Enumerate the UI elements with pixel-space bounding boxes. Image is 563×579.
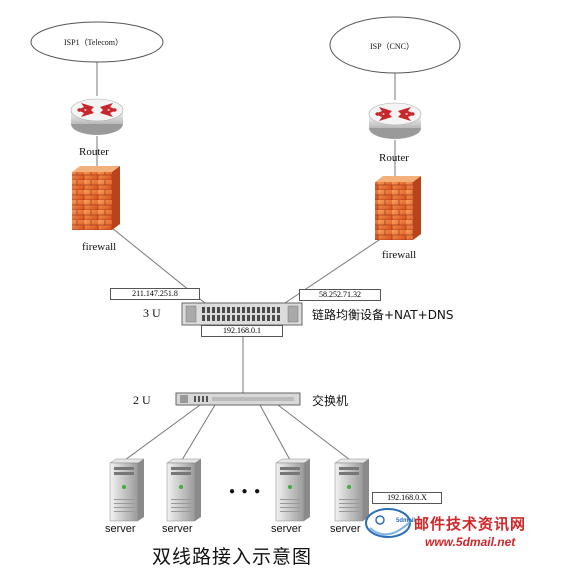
router-icon: [70, 98, 124, 135]
firewall-left-label: firewall: [82, 241, 117, 253]
lb-rack-units: 3 U: [143, 306, 161, 320]
diagram-title: 双线路接入示意图: [152, 546, 313, 568]
ip-left-box: 211.147.251.8: [110, 288, 200, 300]
router-left-label: Router: [79, 146, 109, 158]
watermark-cn: 邮件技术资讯网: [414, 515, 527, 533]
switch-icon: [175, 392, 301, 406]
isp2-label: ISP（CNC）: [370, 42, 415, 51]
switch-rack-units: 2 U: [133, 393, 151, 407]
watermark-logo-text: 5dmail: [396, 518, 416, 524]
server-label: server: [162, 523, 193, 535]
server-icon: [275, 458, 311, 522]
server-label: server: [271, 523, 302, 535]
lb-label: 链路均衡设备+NAT+DNS: [312, 308, 454, 322]
server-icon: [166, 458, 202, 522]
ip-server-box: 192.168.0.X: [372, 492, 442, 504]
router-right-label: Router: [379, 152, 409, 164]
isp2-cloud: [329, 16, 461, 74]
ip-right-box: 58.252.71.32: [299, 289, 381, 301]
connection-lines: [96, 58, 396, 461]
router-icon: [368, 102, 422, 139]
load-balancer-icon: [181, 302, 303, 326]
watermark-url: www.5dmail.net: [425, 535, 516, 549]
ellipsis-dots: ● ● ●: [229, 486, 263, 497]
server-icon: [334, 458, 370, 522]
server-icon: [109, 458, 145, 522]
firewall-icon: [375, 176, 421, 240]
switch-label: 交换机: [312, 394, 349, 408]
isp1-label: ISP1（Telecom）: [64, 38, 123, 47]
isp1-cloud: [30, 21, 164, 63]
server-label: server: [330, 523, 361, 535]
watermark-logo-icon: [365, 508, 413, 538]
firewall-icon: [72, 166, 120, 230]
ip-inner-box: 192.168.0.1: [201, 325, 283, 337]
server-label: server: [105, 523, 136, 535]
firewall-right-label: firewall: [382, 249, 417, 261]
